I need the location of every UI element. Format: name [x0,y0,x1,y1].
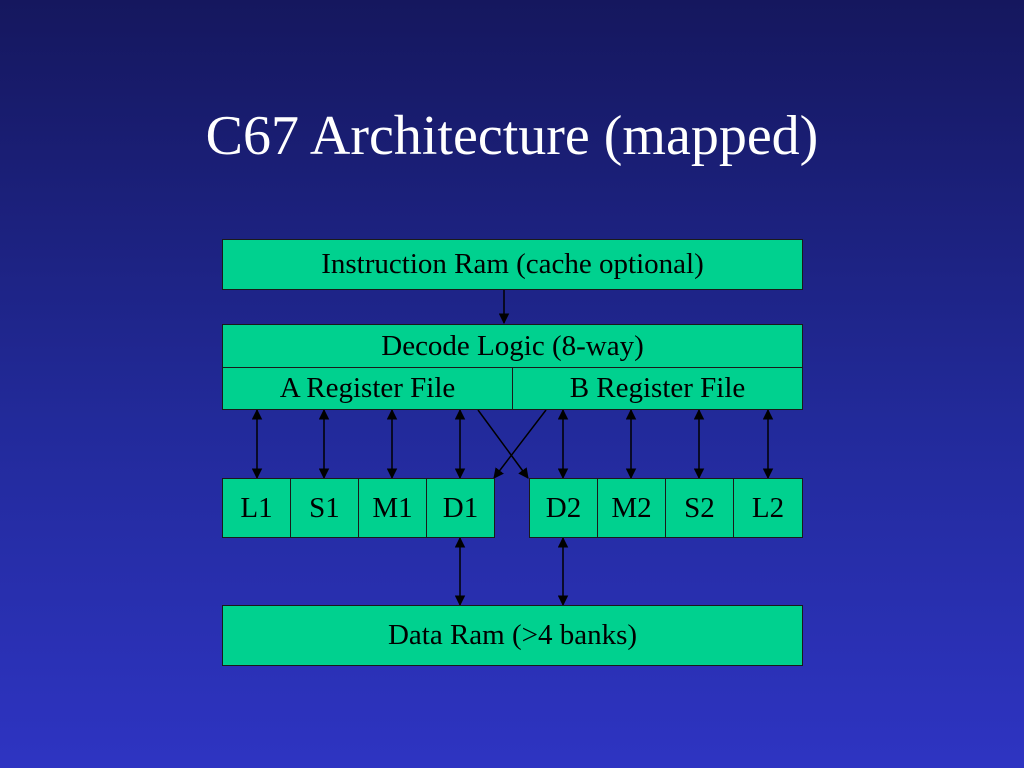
unit-s1: S1 [290,478,359,538]
a-register-file-box: A Register File [222,367,513,410]
instruction-ram-label: Instruction Ram (cache optional) [321,248,704,280]
unit-s1-label: S1 [309,491,340,524]
decode-logic-label: Decode Logic (8-way) [381,329,644,362]
b-register-file-box: B Register File [512,367,803,410]
unit-d2-label: D2 [545,491,582,524]
unit-m2: M2 [597,478,666,538]
unit-s2-label: S2 [684,491,715,524]
data-ram-label: Data Ram (>4 banks) [387,619,638,651]
cross-path-b-to-d1 [493,409,547,479]
unit-m1: M1 [358,478,427,538]
data-ram-box: Data Ram (>4 banks) [222,605,803,666]
b-register-file-label: B Register File [569,372,746,404]
unit-m2-label: M2 [611,491,652,524]
unit-l2-label: L2 [751,491,785,524]
a-register-file-label: A Register File [279,372,456,404]
instruction-ram-box: Instruction Ram (cache optional) [222,239,803,290]
unit-l1-label: L1 [240,491,273,524]
unit-m1-label: M1 [372,491,413,524]
unit-s2: S2 [665,478,734,538]
unit-d2: D2 [529,478,598,538]
unit-l1: L1 [222,478,291,538]
cross-path-a-to-d2 [477,409,529,479]
decode-logic-box: Decode Logic (8-way) [222,324,803,368]
unit-l2: L2 [733,478,803,538]
unit-d1-label: D1 [442,491,479,524]
slide-title: C67 Architecture (mapped) [205,105,819,167]
unit-d1: D1 [426,478,495,538]
